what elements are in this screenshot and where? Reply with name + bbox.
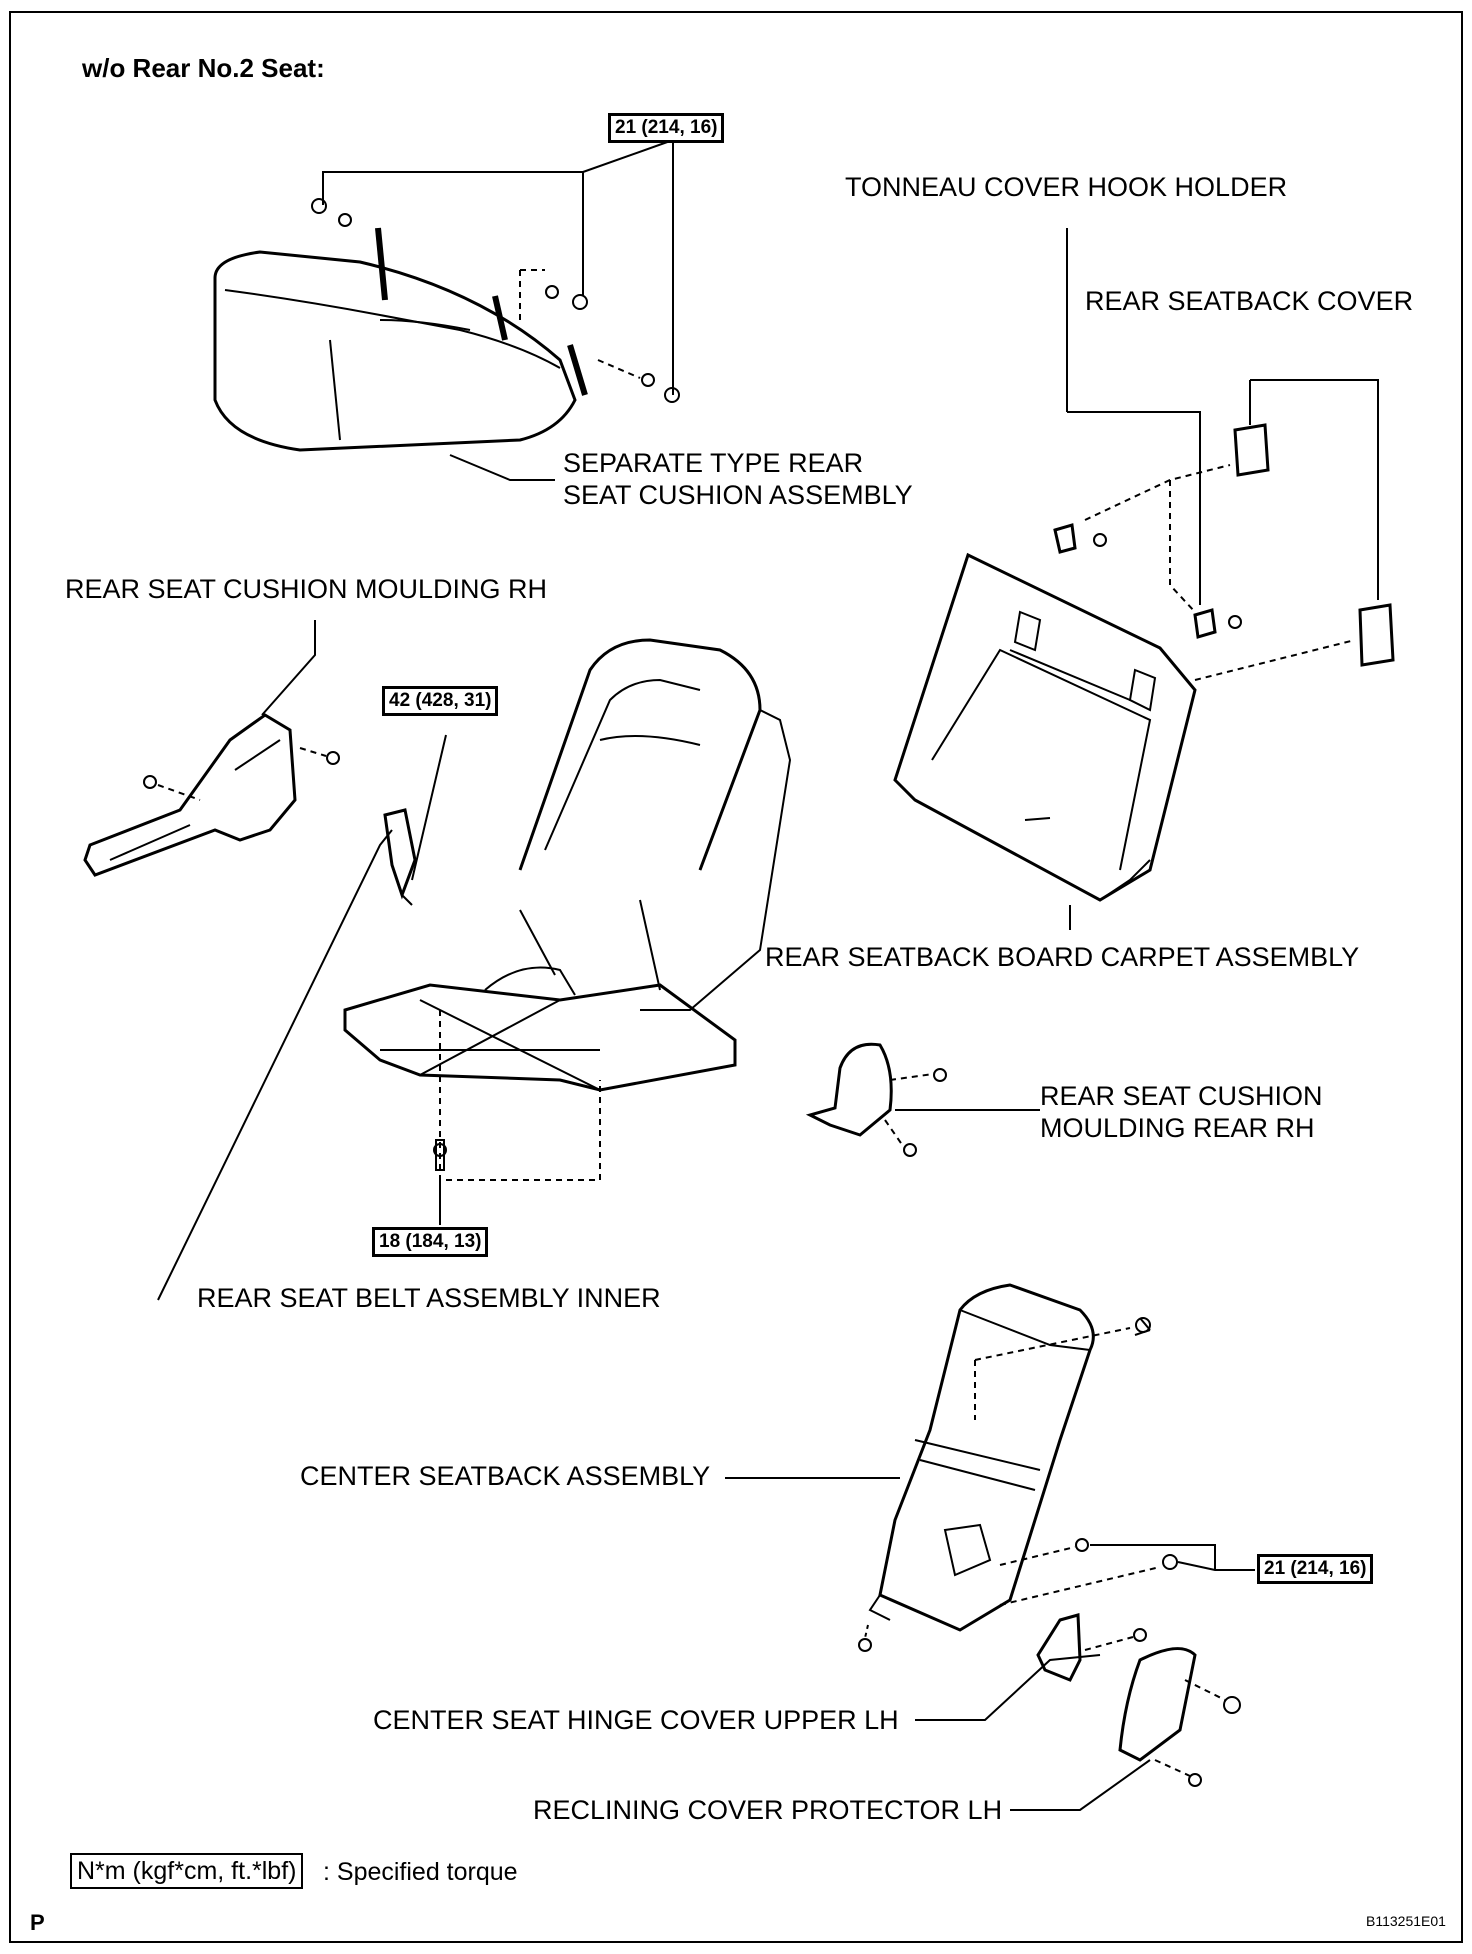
label-cushion-moulding-rh: REAR SEAT CUSHION MOULDING RH bbox=[65, 574, 548, 604]
label-rear-seatback-cover: REAR SEATBACK COVER bbox=[1085, 286, 1414, 316]
legend-text: : Specified torque bbox=[323, 1858, 518, 1886]
label-seat-belt-inner: REAR SEAT BELT ASSEMBLY INNER bbox=[197, 1283, 661, 1313]
label-separate-cushion-1: SEPARATE TYPE REAR bbox=[563, 448, 864, 478]
label-center-seatback: CENTER SEATBACK ASSEMBLY bbox=[300, 1461, 711, 1491]
seatback-board-carpet-drawing bbox=[893, 228, 1395, 930]
rear-seat-drawing bbox=[343, 638, 792, 1225]
reclining-cover-protector-drawing bbox=[1010, 1647, 1241, 1811]
label-hinge-cover-upper-lh: CENTER SEAT HINGE COVER UPPER LH bbox=[373, 1705, 899, 1735]
label-separate-cushion-2: SEAT CUSHION ASSEMBLY bbox=[563, 480, 913, 510]
torque-belt: 42 (428, 31) bbox=[382, 686, 499, 716]
center-seatback-drawing bbox=[725, 1283, 1255, 1652]
moulding-rear-rh-drawing bbox=[805, 1042, 1040, 1157]
hinge-cover-drawing bbox=[915, 1613, 1147, 1721]
torque-cushion: 21 (214, 16) bbox=[608, 113, 725, 143]
figure-code: B113251E01 bbox=[1366, 1913, 1446, 1929]
heading: w/o Rear No.2 Seat: bbox=[82, 53, 325, 83]
cushion-moulding-rh-drawing bbox=[83, 620, 340, 877]
page-mark: P bbox=[30, 1910, 45, 1935]
label-tonneau-hook-holder: TONNEAU COVER HOOK HOLDER bbox=[845, 172, 1288, 202]
seat-belt-inner-drawing bbox=[157, 734, 447, 1301]
legend-unit-box: N*m (kgf*cm, ft.*lbf) bbox=[70, 1853, 304, 1889]
label-reclining-cover-protector-lh: RECLINING COVER PROTECTOR LH bbox=[533, 1795, 1003, 1825]
separate-seat-cushion-drawing bbox=[213, 116, 680, 481]
label-moulding-rear-rh-1: REAR SEAT CUSHION bbox=[1040, 1081, 1323, 1111]
torque-center-seatback: 21 (214, 16) bbox=[1257, 1554, 1374, 1584]
label-moulding-rear-rh-2: MOULDING REAR RH bbox=[1040, 1113, 1315, 1143]
carpet-leader bbox=[1024, 817, 1051, 821]
page-border bbox=[9, 11, 1463, 1943]
torque-frame-bolt: 18 (184, 13) bbox=[372, 1227, 489, 1257]
label-seatback-board-carpet: REAR SEATBACK BOARD CARPET ASSEMBLY bbox=[765, 942, 1360, 972]
